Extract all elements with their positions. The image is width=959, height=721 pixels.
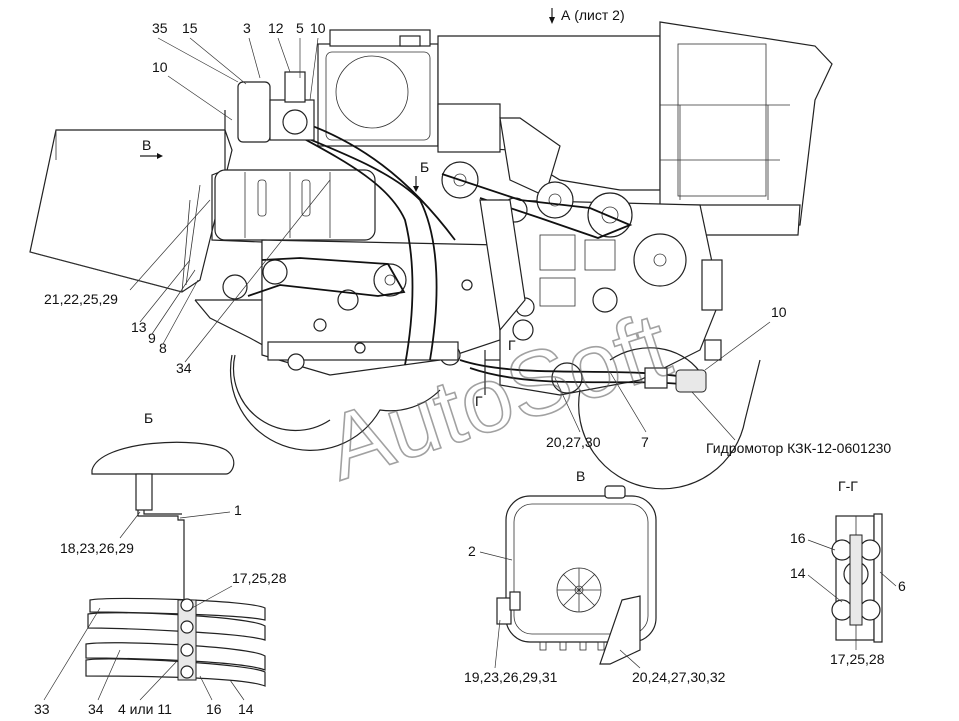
view-ref-g: Г Г <box>475 337 516 409</box>
detail-gg-callout-6: 6 <box>898 578 906 594</box>
view-ref-a-label: А (лист 2) <box>561 7 625 23</box>
callout-20: 20,27,30 <box>546 434 601 450</box>
detail-b: Б 1 18,23,26,29 17,25,28 33 34 4 или 11 … <box>34 410 287 717</box>
detail-b-callout-1: 1 <box>234 502 242 518</box>
detail-v-callout-20: 20,24,27,30,32 <box>632 669 726 685</box>
view-ref-g-label: Г <box>475 393 483 409</box>
detail-gg-callout-16: 16 <box>790 530 806 546</box>
callout-10-top: 10 <box>310 20 326 36</box>
callout-34: 34 <box>176 360 192 376</box>
detail-b-title: Б <box>144 410 153 426</box>
callout-3: 3 <box>243 20 251 36</box>
detail-gg-callout-17: 17,25,28 <box>830 651 885 667</box>
view-ref-b: Б <box>413 159 429 192</box>
callout-5: 5 <box>296 20 304 36</box>
detail-b-callout-14: 14 <box>238 701 254 717</box>
callout-12: 12 <box>268 20 284 36</box>
callout-10-right: 10 <box>771 304 787 320</box>
harvester-main-view <box>29 21 833 490</box>
detail-v-callout-19: 19,23,26,29,31 <box>464 669 558 685</box>
main-callouts: 35 15 3 12 5 10 10 21,22,25,29 13 9 8 34… <box>44 20 891 456</box>
view-ref-v-label: В <box>142 137 151 153</box>
callout-10-left: 10 <box>152 59 168 75</box>
detail-gg-callout-14: 14 <box>790 565 806 581</box>
callout-9: 9 <box>148 330 156 346</box>
detail-b-callout-34: 34 <box>88 701 104 717</box>
view-ref-a: А (лист 2) <box>549 7 625 24</box>
detail-gg-title: Г-Г <box>838 478 858 494</box>
view-ref-b-label: Б <box>420 159 429 175</box>
callout-21: 21,22,25,29 <box>44 291 118 307</box>
detail-b-callout-4: 4 или 11 <box>118 701 172 717</box>
detail-b-callout-17: 17,25,28 <box>232 570 287 586</box>
detail-v: В 2 19,23,26,29,31 20,24,27,30,32 <box>464 468 726 685</box>
view-ref-g-label-2: Г <box>508 337 516 353</box>
detail-v-title: В <box>576 468 585 484</box>
detail-gg: Г-Г 16 14 6 17,25,28 <box>790 478 906 667</box>
view-ref-v: В <box>140 137 163 159</box>
detail-b-callout-16: 16 <box>206 701 222 717</box>
detail-b-callout-33: 33 <box>34 701 50 717</box>
callout-7: 7 <box>641 434 649 450</box>
callout-15: 15 <box>182 20 198 36</box>
hydromotor-label: Гидромотор КЗК-12-0601230 <box>706 440 891 456</box>
detail-b-callout-18: 18,23,26,29 <box>60 540 134 556</box>
callout-35: 35 <box>152 20 168 36</box>
detail-v-callout-2: 2 <box>468 543 476 559</box>
callout-13: 13 <box>131 319 147 335</box>
callout-8: 8 <box>159 340 167 356</box>
